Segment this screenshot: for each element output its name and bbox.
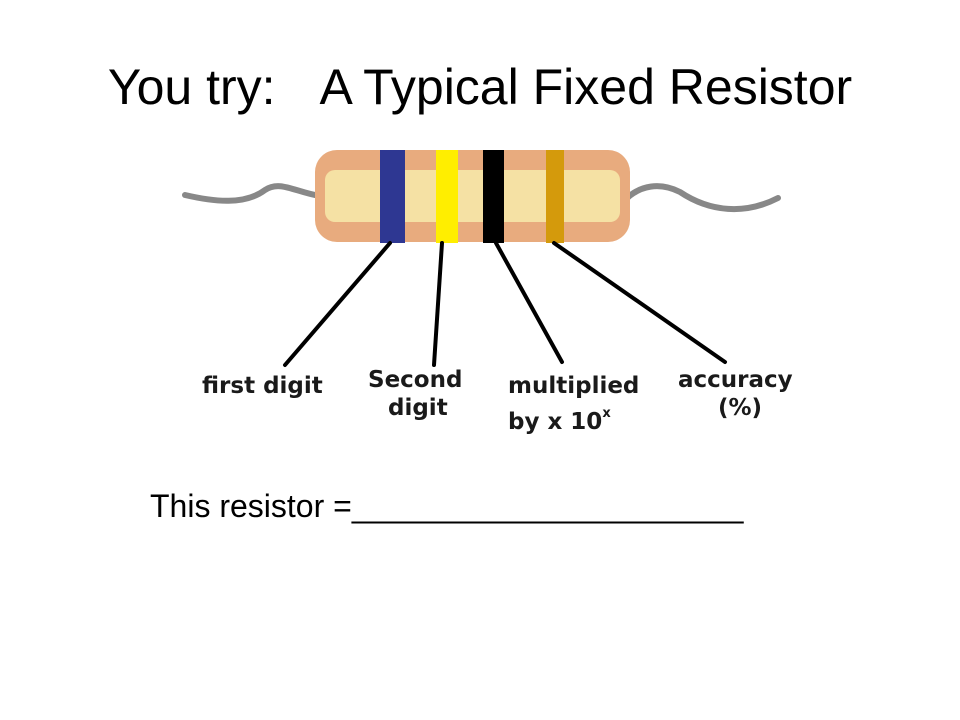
multiplier-exponent: x [602, 406, 611, 421]
first-digit-text: first digit [202, 373, 323, 399]
left-lead-wire [182, 183, 323, 204]
answer-prompt: This resistor =______________________ [150, 488, 744, 524]
title-main: A Typical Fixed Resistor [319, 59, 853, 115]
second-digit-line2: digit [388, 395, 448, 421]
multiplier-line1: multiplied [508, 373, 640, 399]
multiplier-pointer [494, 241, 564, 364]
multiplier-line2: by x 10 [508, 409, 603, 435]
first-band [380, 150, 405, 243]
slide-title: You try: A Typical Fixed Resistor [0, 58, 960, 116]
multiplier-label: multiplied by x 10x [508, 372, 639, 436]
first-digit-pointer [283, 241, 392, 367]
second-digit-line1: Second [368, 367, 463, 393]
accuracy-line1: accuracy [678, 367, 793, 393]
tolerance-band [546, 150, 564, 243]
second-digit-pointer [432, 241, 444, 367]
second-band [436, 150, 458, 243]
accuracy-pointer [552, 241, 727, 364]
title-prefix: You try: [107, 59, 276, 115]
first-digit-label: first digit [202, 372, 323, 400]
accuracy-label: accuracy(%) [678, 366, 793, 422]
multiplier-band [483, 150, 504, 243]
resistor-illustration [182, 150, 781, 367]
resistor-core [325, 170, 620, 222]
right-lead-wire [622, 183, 781, 213]
accuracy-line2: (%) [718, 395, 763, 421]
